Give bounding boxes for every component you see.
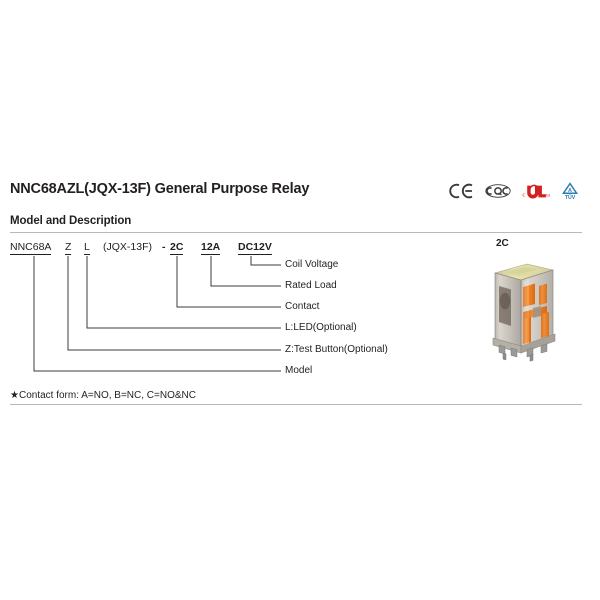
callout-label-model: Model	[285, 365, 313, 376]
callout-label-contact: Contact	[285, 301, 320, 312]
code-segment-z: Z	[65, 241, 72, 255]
code-segment-jqx: (JQX-13F)	[103, 241, 153, 253]
code-segment-contact: 2C	[170, 241, 184, 255]
page-title: NNC68AZL(JQX-13F) General Purpose Relay	[10, 181, 310, 197]
callout-label-led-option: L:LED(Optional)	[285, 322, 357, 333]
callout-label-test-button: Z:Test Button(Optional)	[285, 344, 388, 355]
product-image-caption: 2C	[496, 238, 509, 249]
section-divider-top	[10, 232, 582, 233]
code-segment-model: NNC68A	[10, 241, 52, 255]
relay-coil	[499, 286, 511, 326]
relay-product-photo	[492, 263, 556, 362]
tuv-mark-icon: A TÜV	[561, 180, 579, 202]
code-segment-l: L	[84, 241, 90, 255]
relay-highlight	[523, 280, 529, 346]
callout-label-rated-load: Rated Load	[285, 280, 337, 291]
cqc-mark-icon	[485, 180, 511, 202]
svg-text:TÜV: TÜV	[565, 194, 576, 200]
code-segment-voltage: DC12V	[238, 241, 272, 255]
svg-text:us: us	[546, 192, 550, 198]
relay-armature	[523, 283, 549, 344]
svg-text:c: c	[522, 191, 525, 198]
relay-contact-blade	[533, 306, 541, 318]
contact-form-footnote: ★Contact form: A=NO, B=NC, C=NO&NC	[10, 389, 196, 402]
code-segment-hyphen: -	[162, 241, 166, 253]
relay-pins	[498, 343, 548, 362]
ce-mark-icon	[448, 180, 474, 202]
code-segment-load: 12A	[201, 241, 221, 255]
certification-marks: c us A TÜV	[448, 178, 584, 204]
callout-label-coil-voltage: Coil Voltage	[285, 259, 339, 270]
footnote-text: Contact form: A=NO, B=NC, C=NO&NC	[18, 390, 196, 401]
section-heading: Model and Description	[10, 215, 132, 227]
star-icon: ★	[10, 390, 19, 401]
ul-mark-icon: c us	[522, 180, 550, 202]
svg-text:A: A	[568, 188, 572, 194]
section-divider-bottom	[10, 404, 582, 405]
